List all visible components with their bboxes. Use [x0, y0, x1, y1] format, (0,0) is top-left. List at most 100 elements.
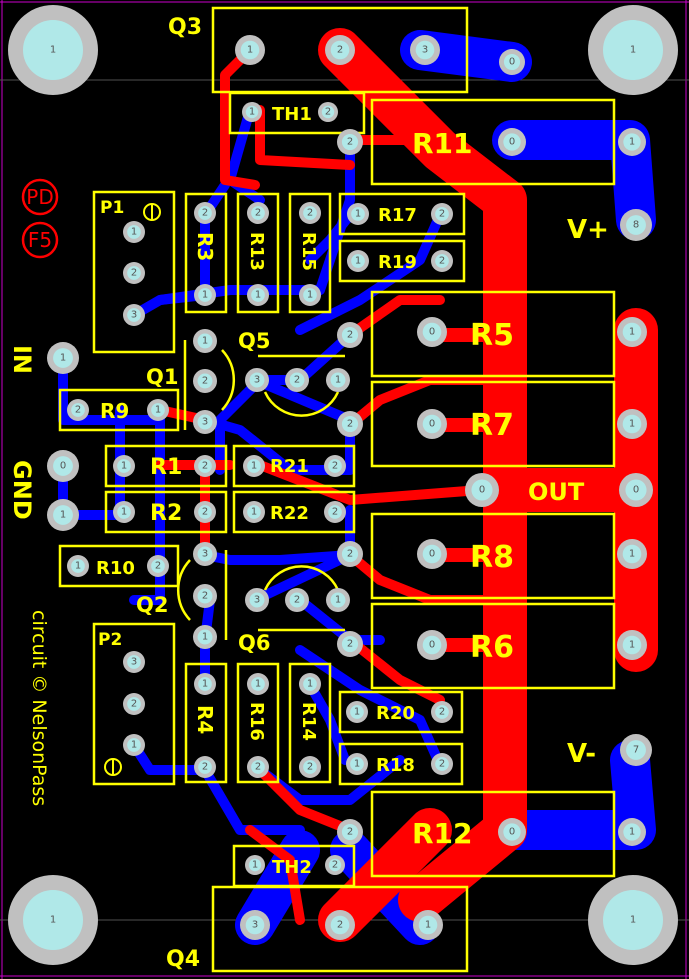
pad: 1 [47, 342, 79, 374]
label-r13: R13 [246, 232, 267, 271]
pad-number: 2 [294, 595, 300, 606]
pad-number: 1 [355, 209, 361, 220]
pad: 2 [431, 203, 453, 225]
pad: 2 [431, 701, 453, 723]
pad-number: 0 [509, 57, 515, 68]
pad: 1 [347, 203, 369, 225]
pad-number: 1 [249, 107, 255, 118]
mounting-hole: 1 [588, 875, 678, 965]
label-q6: Q6 [238, 631, 270, 655]
pad-number: 2 [439, 209, 445, 220]
label-p2: P2 [98, 630, 122, 650]
label-r20: R20 [376, 703, 415, 724]
pad-number: 1 [307, 679, 313, 690]
pad: 2 [67, 399, 89, 421]
pad: 1 [245, 855, 265, 875]
pad: 1 [113, 501, 135, 523]
pad-number: 0 [429, 327, 435, 338]
label-r10: R10 [96, 558, 135, 579]
label-v-minus: V- [567, 739, 596, 769]
pad-number: 0 [429, 549, 435, 560]
pad: 1 [193, 329, 217, 353]
pad: 1 [347, 250, 369, 272]
pad-number: 1 [202, 336, 208, 347]
pad: 2 [325, 855, 345, 875]
pad-number: 1 [202, 632, 208, 643]
pad: 1 [346, 753, 368, 775]
label-r21: R21 [270, 456, 309, 477]
label-p1: P1 [100, 198, 124, 218]
pad-number: 2 [347, 639, 353, 650]
pad: 2 [324, 501, 346, 523]
mounting-hole: 1 [8, 875, 98, 965]
svg-text:1: 1 [50, 915, 56, 926]
pad: 2 [123, 262, 145, 284]
silkscreen-outlines [58, 6, 616, 973]
label-q3: Q3 [168, 15, 202, 40]
label-gnd: GND [8, 460, 36, 520]
connector-labels: IN GND OUT V+ V- [8, 215, 609, 769]
pad-number: 2 [347, 549, 353, 560]
pad-number: 3 [422, 45, 428, 56]
label-th1: TH1 [272, 104, 312, 125]
pad: 2 [324, 455, 346, 477]
pad-number: 3 [202, 549, 208, 560]
pad: 2 [193, 369, 217, 393]
pad-number: 1 [60, 510, 66, 521]
pad: 7 [620, 734, 652, 766]
pad-number: 2 [439, 707, 445, 718]
pad: 1 [299, 284, 321, 306]
pad: 2 [337, 819, 363, 845]
pad-number: 1 [251, 507, 257, 518]
pad-number: 1 [252, 860, 258, 871]
svg-text:PD: PD [26, 185, 53, 209]
pad-number: 2 [294, 375, 300, 386]
label-r5: R5 [470, 318, 514, 353]
pad-number: 3 [202, 417, 208, 428]
pad: 3 [410, 35, 440, 65]
label-r1: R1 [150, 455, 182, 480]
label-q1: Q1 [146, 365, 178, 389]
pad-number: 1 [307, 290, 313, 301]
pad: 1 [243, 501, 265, 523]
pad: 2 [194, 501, 216, 523]
pad: 1 [113, 455, 135, 477]
pad: 0 [498, 128, 526, 156]
pad-number: 8 [633, 220, 639, 231]
pad: 8 [620, 209, 652, 241]
pad-number: 1 [131, 227, 137, 238]
label-r19: R19 [378, 252, 417, 273]
pad-number: 1 [425, 920, 431, 931]
pad: 1 [247, 284, 269, 306]
pad: 1 [67, 555, 89, 577]
pad: 2 [337, 411, 363, 437]
pad-number: 1 [75, 561, 81, 572]
pad-number: 2 [75, 405, 81, 416]
pad-number: 2 [202, 507, 208, 518]
pad: 2 [147, 555, 169, 577]
pad: 3 [123, 651, 145, 673]
pad: 2 [193, 584, 217, 608]
pad: 2 [318, 102, 338, 122]
label-r22: R22 [270, 503, 309, 524]
pad-number: 2 [332, 860, 338, 871]
label-out: OUT [528, 478, 585, 506]
pad-number: 1 [355, 256, 361, 267]
label-r15: R15 [298, 232, 319, 271]
pad: 0 [498, 818, 526, 846]
pad: 2 [285, 588, 309, 612]
pad-number: 2 [202, 591, 208, 602]
pad-number: 3 [252, 920, 258, 931]
pad: 2 [325, 35, 355, 65]
pad-number: 2 [347, 137, 353, 148]
label-q5: Q5 [238, 329, 270, 353]
pad: 2 [194, 455, 216, 477]
pad-number: 2 [332, 461, 338, 472]
pad-number: 0 [429, 419, 435, 430]
pad: 1 [194, 673, 216, 695]
credit-text: circuit © NelsonPass [28, 610, 50, 806]
pad: 1 [617, 409, 647, 439]
svg-text:1: 1 [630, 915, 636, 926]
pad: 0 [619, 473, 653, 507]
